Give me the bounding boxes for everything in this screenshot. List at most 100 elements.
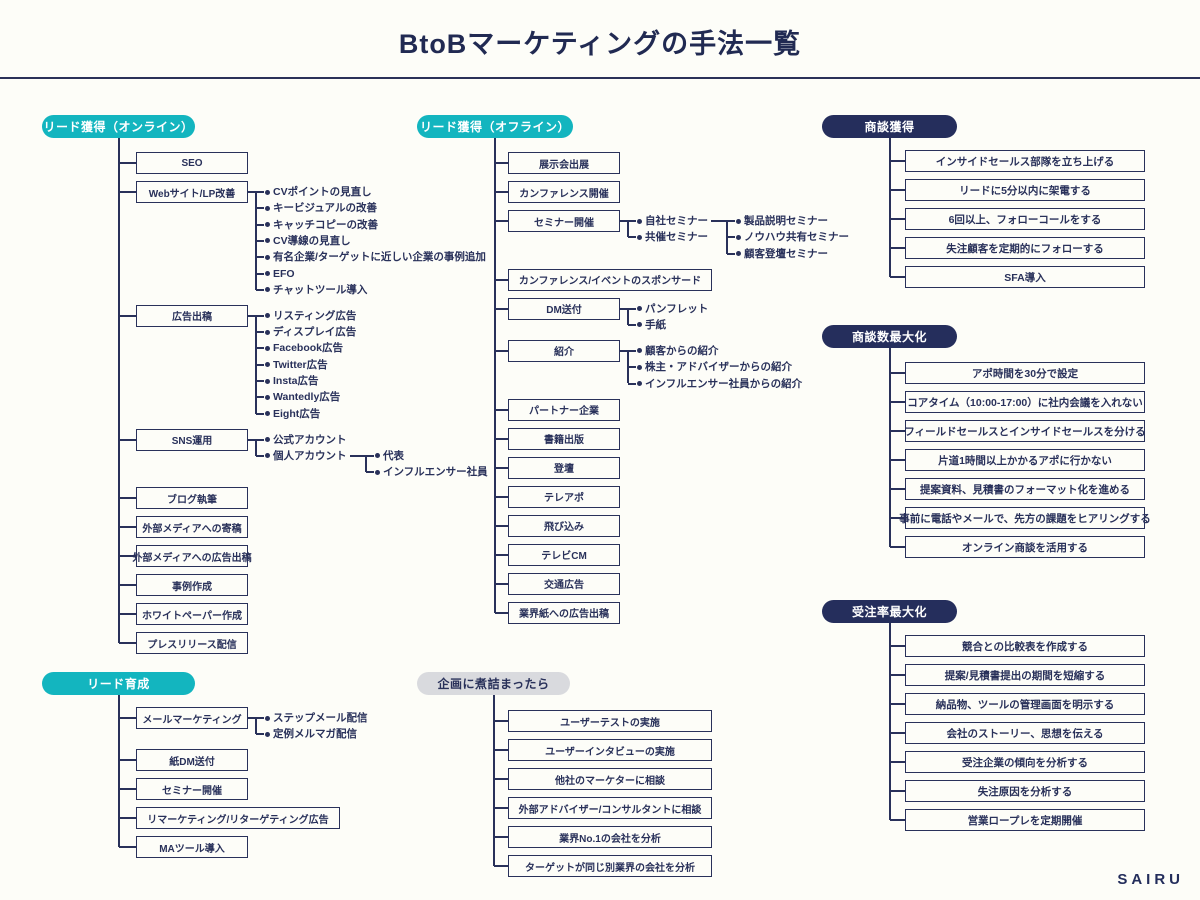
- connector-line: [890, 430, 905, 432]
- connector-line: [494, 807, 508, 809]
- method-box: ユーザーインタビューの実施: [508, 739, 712, 761]
- bullet-dot: [264, 329, 270, 335]
- connector-line: [495, 524, 508, 527]
- connector-line: [890, 703, 905, 705]
- bullet-dot: [636, 364, 642, 370]
- connector-line: [256, 331, 264, 334]
- bullet-dot: [636, 218, 642, 224]
- title-divider: [0, 77, 1200, 79]
- method-box: 業界紙への広告出稿: [508, 601, 620, 624]
- bullet-item: ステップメール配信: [273, 712, 368, 724]
- connector-line: [889, 348, 891, 547]
- connector-line: [628, 366, 636, 369]
- connector-line: [628, 307, 636, 310]
- section-pill-maximize-meetings: 商談数最大化: [822, 325, 957, 348]
- method-box: 営業ロープレを定期開催: [905, 809, 1145, 831]
- method-box: インサイドセールス部隊を立ち上げる: [905, 150, 1145, 172]
- connector-line: [494, 865, 508, 867]
- connector-line: [248, 314, 256, 317]
- method-box: 失注顧客を定期的にフォローする: [905, 237, 1145, 259]
- connector-line: [366, 471, 374, 474]
- connector-line: [119, 584, 136, 587]
- bullet-dot: [264, 411, 270, 417]
- method-box: 交通広告: [508, 572, 620, 595]
- method-box: ターゲットが同じ別業界の会社を分析: [508, 855, 712, 877]
- connector-line: [256, 347, 264, 350]
- connector-line: [890, 546, 905, 548]
- bullet-item: 定例メルマガ配信: [273, 728, 357, 741]
- connector-line: [119, 555, 136, 558]
- connector-line: [890, 189, 905, 191]
- connector-line: [495, 220, 508, 222]
- method-box: フィールドセールスとインサイドセールスを分ける: [904, 420, 1146, 442]
- connector-line: [890, 160, 905, 162]
- method-box: 事例作成: [136, 574, 248, 597]
- method-box: 提案資料、見積書のフォーマット化を進める: [905, 478, 1145, 500]
- bullet-item: リスティング広告: [273, 309, 357, 322]
- connector-line: [495, 466, 508, 469]
- method-box: 広告出稿: [136, 304, 248, 327]
- bullet-item: キービジュアルの改善: [273, 202, 377, 215]
- bullet-item: ディスプレイ広告: [273, 326, 357, 339]
- bullet-dot: [264, 362, 270, 368]
- bullet-dot: [735, 251, 741, 257]
- bullet-item: 顧客からの紹介: [645, 344, 719, 357]
- connector-line: [889, 623, 891, 820]
- bullet-item: Eight広告: [273, 407, 321, 420]
- connector-line: [890, 218, 905, 220]
- bullet-item: 有名企業/ターゲットに近しい企業の事例追加: [273, 251, 486, 264]
- bullet-dot: [264, 715, 270, 721]
- method-box: セミナー開催: [508, 210, 620, 232]
- connector-line: [628, 220, 636, 222]
- method-box: DM送付: [508, 297, 620, 320]
- connector-line: [890, 247, 905, 249]
- bullet-dot: [374, 469, 380, 475]
- method-box: 受注企業の傾向を分析する: [905, 751, 1145, 773]
- connector-line: [495, 495, 508, 498]
- method-box: テレアポ: [508, 485, 620, 508]
- method-box: 展示会出展: [508, 152, 620, 174]
- method-box: 納品物、ツールの管理画面を明示する: [905, 693, 1145, 715]
- connector-line: [256, 191, 264, 193]
- connector-line: [711, 220, 727, 222]
- connector-line: [727, 236, 735, 239]
- bullet-dot: [264, 222, 270, 228]
- method-box: カンファレンス開催: [508, 181, 620, 203]
- bullet-dot: [264, 287, 270, 293]
- connector-line: [256, 223, 264, 226]
- connector-line: [628, 382, 636, 385]
- connector-line: [119, 759, 136, 762]
- connector-line: [256, 412, 264, 415]
- method-box: 片道1時間以上かかるアポに行かない: [905, 449, 1145, 471]
- section-pill-lead-gen-online: リード獲得（オンライン）: [42, 115, 195, 138]
- method-box: SNS運用: [136, 428, 248, 451]
- bullet-item: Wantedly広告: [273, 391, 341, 404]
- method-box: 紙DM送付: [136, 749, 248, 772]
- connector-line: [890, 372, 905, 374]
- connector-line: [256, 288, 264, 291]
- connector-line: [366, 454, 374, 457]
- connector-line: [248, 191, 256, 193]
- section-pill-lead-gen-offline: リード獲得（オフライン）: [417, 115, 573, 138]
- bullet-item: 株主・アドバイザーからの紹介: [645, 361, 792, 374]
- connector-line: [119, 817, 136, 820]
- connector-line: [620, 349, 628, 352]
- bullet-dot: [264, 731, 270, 737]
- connector-line: [890, 459, 905, 461]
- connector-line: [248, 438, 256, 441]
- method-box: Webサイト/LP改善: [136, 181, 248, 203]
- connector-line: [256, 380, 264, 382]
- connector-line: [495, 278, 508, 281]
- connector-line: [119, 788, 136, 791]
- sairu-logo: SAIRU: [1117, 871, 1184, 888]
- connector-line: [890, 276, 905, 278]
- connector-line: [119, 438, 136, 441]
- bullet-dot: [264, 238, 270, 244]
- connector-line: [256, 733, 264, 736]
- connector-line: [495, 582, 508, 585]
- bullet-item: インフルエンサー社員: [383, 466, 488, 479]
- connector-line: [118, 138, 120, 644]
- bullet-item: ノウハウ共有セミナー: [744, 231, 849, 244]
- method-box: MAツール導入: [136, 836, 248, 859]
- connector-line: [628, 323, 636, 326]
